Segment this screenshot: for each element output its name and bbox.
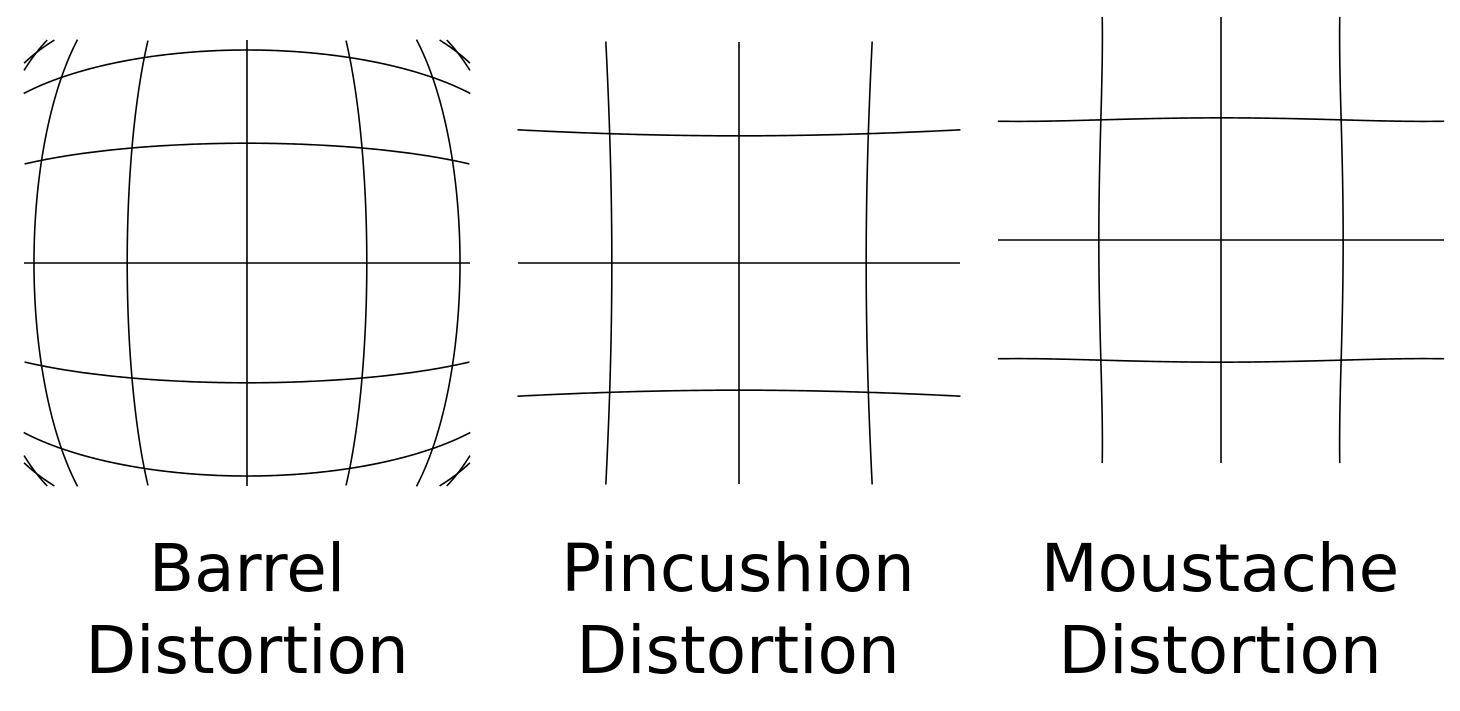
- moustache-grid-horizontal-line: [997, 117, 1445, 123]
- pincushion-distortion-label: Pincushion Distortion: [503, 528, 973, 692]
- pincushion-label-line2: Distortion: [576, 612, 900, 689]
- barrel-grid-horizontal-line: [23, 431, 471, 477]
- moustache-label-line2: Distortion: [1058, 612, 1382, 689]
- barrel-label-line1: Barrel: [148, 530, 346, 607]
- moustache-grid-horizontal-line: [997, 357, 1445, 363]
- barrel-label-line2: Distortion: [85, 612, 409, 689]
- moustache-distortion-grid: [997, 16, 1445, 464]
- barrel-grid-horizontal-line: [23, 49, 471, 95]
- barrel-grid-horizontal-line: [24, 142, 470, 165]
- moustache-label-line1: Moustache: [1040, 530, 1400, 607]
- barrel-distortion-label: Barrel Distortion: [12, 528, 482, 692]
- barrel-grid-horizontal-line: [23, 39, 471, 64]
- pincushion-distortion-grid: [517, 41, 961, 485]
- pincushion-grid-horizontal-line: [517, 389, 961, 397]
- pincushion-label-line1: Pincushion: [561, 530, 915, 607]
- barrel-distortion-grid: [23, 39, 471, 487]
- barrel-grid-horizontal-line: [24, 361, 470, 384]
- moustache-distortion-label: Moustache Distortion: [985, 528, 1455, 692]
- barrel-grid-horizontal-line: [23, 462, 471, 487]
- pincushion-grid-horizontal-line: [517, 129, 961, 137]
